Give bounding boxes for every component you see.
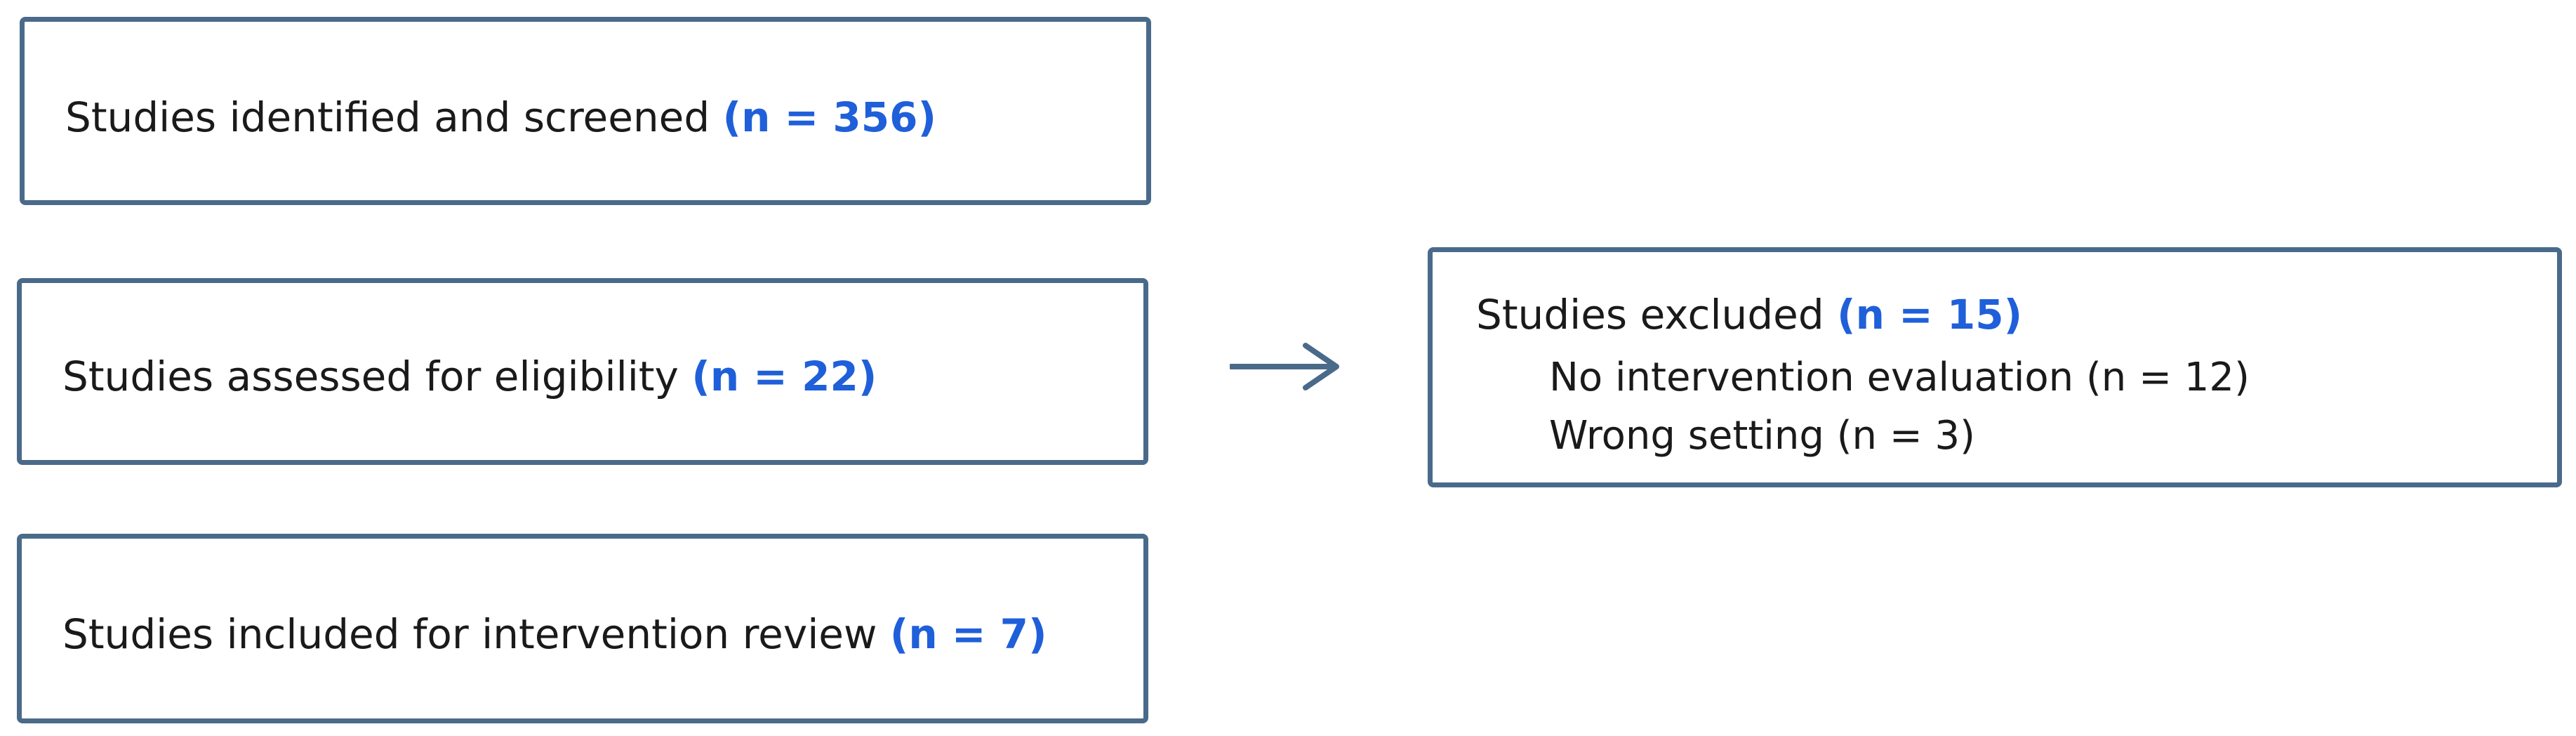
box-studies-included-review: Studies included for intervention review… <box>17 534 1148 723</box>
screened-line: Studies identified and screened (n = 356… <box>65 97 936 138</box>
eligibility-line: Studies assessed for eligibility (n = 22… <box>62 356 877 397</box>
screened-count: (n = 356) <box>722 93 936 141</box>
eligibility-count: (n = 22) <box>691 353 877 400</box>
box-studies-identified-screened: Studies identified and screened (n = 356… <box>20 17 1151 205</box>
excluded-line: Studies excluded (n = 15) <box>1476 294 2022 335</box>
arrow-right-icon <box>1230 343 1339 390</box>
exclusion-reason-wrong-setting: Wrong setting (n = 3) <box>1549 413 1976 459</box>
exclusion-reason-no-intervention: No intervention evaluation (n = 12) <box>1549 355 2250 400</box>
included-line: Studies included for intervention review… <box>62 614 1047 655</box>
included-label: Studies included for intervention review <box>62 610 877 658</box>
box-studies-excluded: Studies excluded (n = 15) No interventio… <box>1428 247 2562 487</box>
included-count: (n = 7) <box>889 610 1047 658</box>
screened-label: Studies identified and screened <box>65 93 710 141</box>
excluded-label: Studies excluded <box>1476 291 1824 339</box>
excluded-count: (n = 15) <box>1837 291 2023 339</box>
eligibility-label: Studies assessed for eligibility <box>62 353 679 400</box>
box-studies-assessed-eligibility: Studies assessed for eligibility (n = 22… <box>17 278 1148 465</box>
